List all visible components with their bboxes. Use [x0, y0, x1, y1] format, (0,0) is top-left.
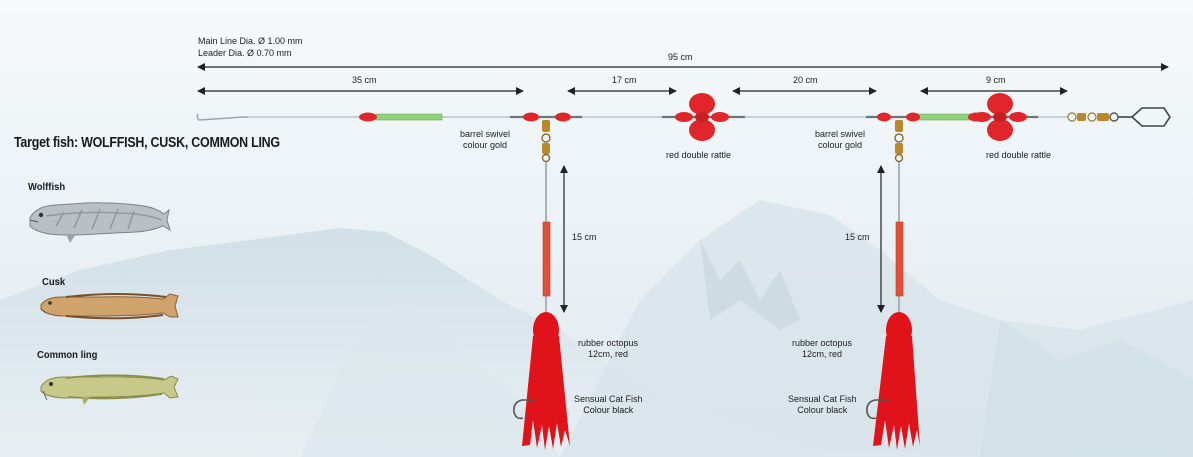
common-ling-illustration: [40, 374, 179, 405]
end-swivel-snap: [1067, 107, 1171, 127]
target-fish-heading: Target fish: WOLFFISH, CUSK, COMMON LING: [14, 135, 280, 151]
dimension-seg1-label: 35 cm: [352, 75, 377, 85]
cusk-illustration: [40, 293, 179, 320]
red-bead: [359, 112, 377, 122]
dimension-seg3-label: 20 cm: [793, 75, 818, 85]
fish-name-wolffish: Wolffish: [28, 181, 66, 193]
rubber-octopus: [873, 312, 920, 450]
fish-name-cusk: Cusk: [42, 276, 66, 288]
green-tube: [917, 113, 971, 121]
red-bead: [555, 112, 571, 122]
hook-icon: [513, 399, 536, 420]
dimension-total-label: 95 cm: [668, 52, 693, 62]
dimension-dropper2-label: 15 cm: [845, 232, 870, 242]
main-line-spec: Main Line Dia. Ø 1.00 mm: [198, 36, 303, 46]
red-tube: [895, 221, 904, 297]
barrel-swivel: [894, 120, 904, 163]
fish-name-common-ling: Common ling: [37, 349, 98, 361]
dimension-seg2-label: 17 cm: [612, 75, 637, 85]
dimension-dropper1-label: 15 cm: [572, 232, 597, 242]
red-bead: [523, 112, 539, 122]
hook-icon: [866, 399, 889, 420]
rattle1-label: red double rattle: [666, 150, 732, 160]
red-double-rattle: [973, 93, 1027, 141]
barrel-swivel: [541, 120, 551, 163]
rubber-octopus: [522, 312, 570, 450]
green-tube: [375, 113, 443, 121]
red-bead: [877, 112, 891, 122]
red-tube: [542, 221, 551, 297]
rattle2-label: red double rattle: [986, 150, 1052, 160]
red-bead: [906, 112, 920, 122]
leader-spec: Leader Dia. Ø 0.70 mm: [198, 48, 292, 58]
wolffish-illustration: [29, 202, 171, 243]
dimension-seg4-label: 9 cm: [986, 75, 1006, 85]
red-double-rattle: [675, 93, 729, 141]
